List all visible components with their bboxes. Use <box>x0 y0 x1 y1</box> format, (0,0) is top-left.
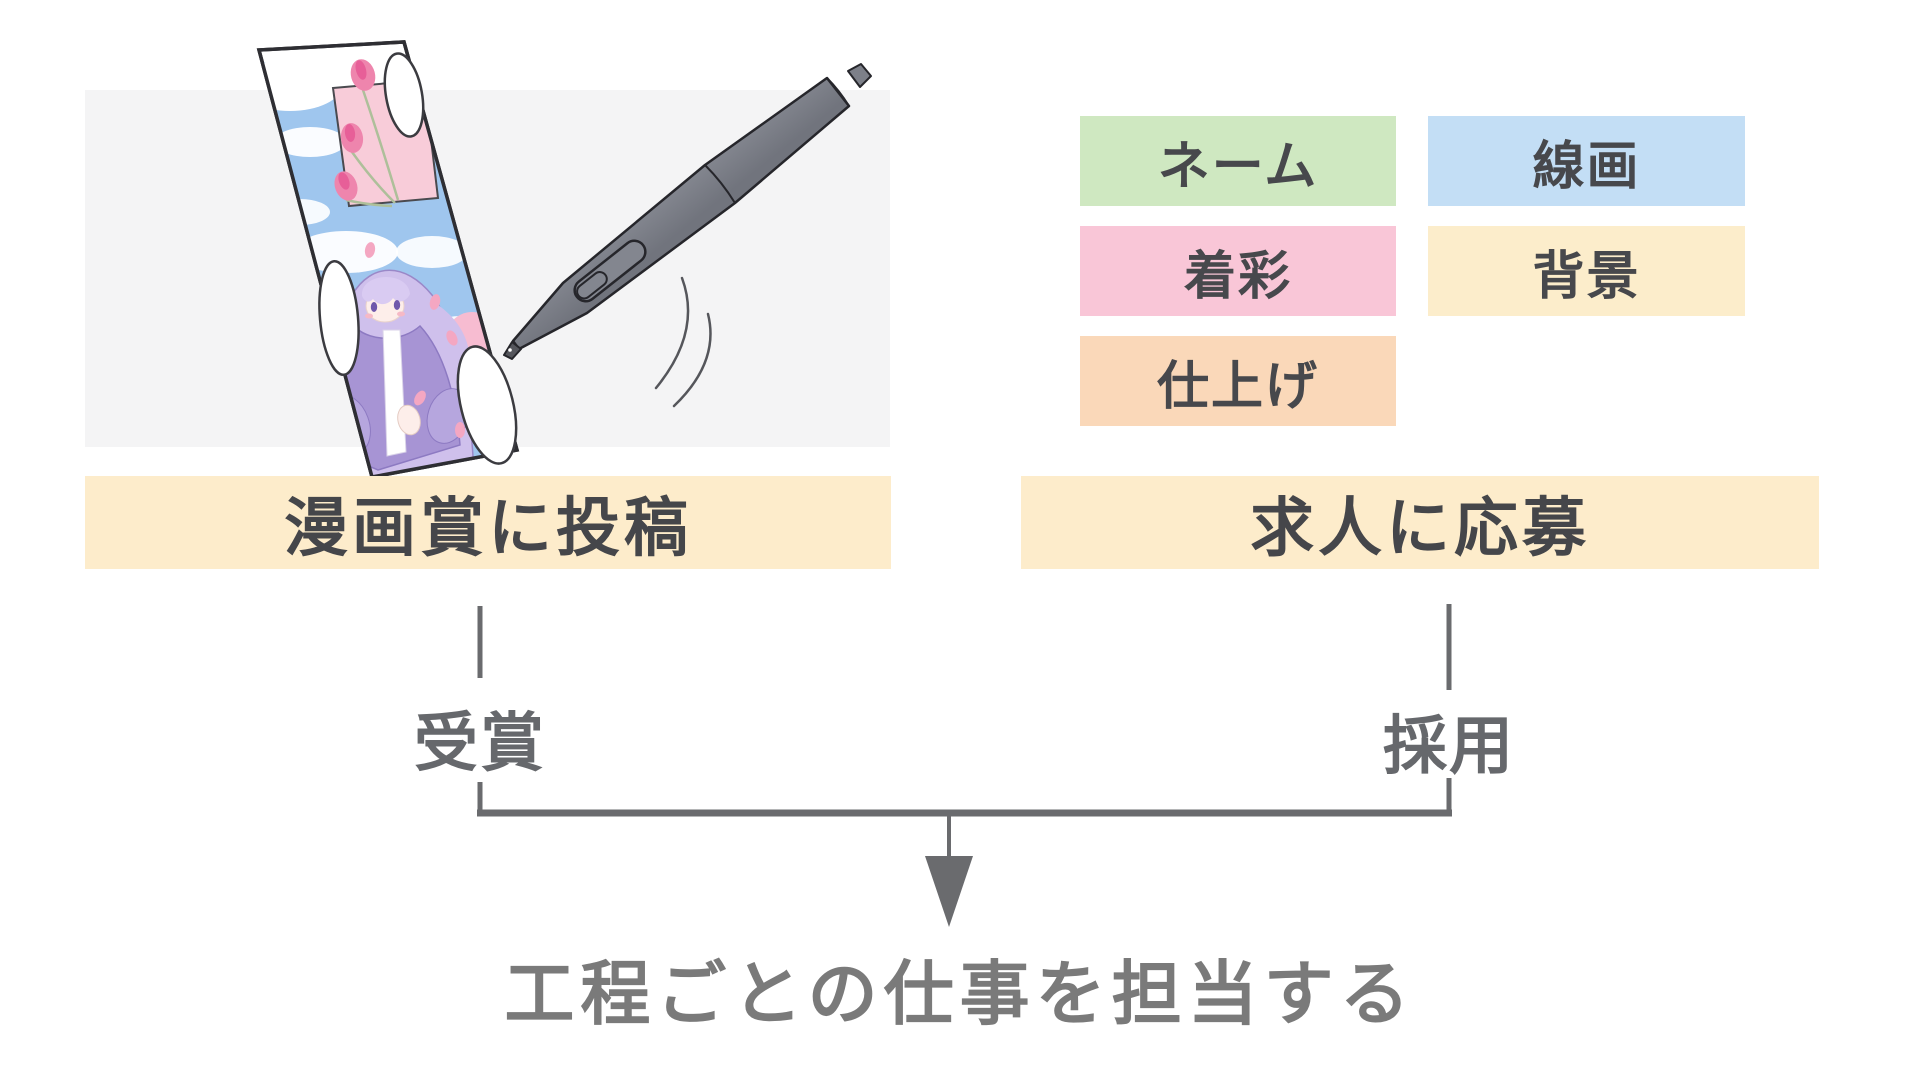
tag-storyboard: ネーム <box>1080 116 1396 206</box>
pen-nib-highlight <box>508 348 512 352</box>
connectors <box>477 604 1452 862</box>
tag-background: 背景 <box>1428 226 1745 316</box>
motion-arc <box>672 312 712 408</box>
stylus-pen <box>503 63 872 360</box>
girl-hand <box>397 404 421 436</box>
band-job-application: 求人に応募 <box>1021 476 1819 569</box>
girl-eye <box>393 300 401 310</box>
speech-bubble <box>456 345 518 465</box>
speech-bubble <box>383 52 425 138</box>
tulip <box>350 59 376 91</box>
tulip-stem <box>361 89 400 201</box>
girl <box>327 269 475 477</box>
pen-button <box>573 239 647 303</box>
girl-hair-strand <box>424 300 471 382</box>
tag-lineart: 線画 <box>1428 116 1745 206</box>
girl-eye <box>370 302 378 312</box>
tag-finishing: 仕上げ <box>1080 336 1396 426</box>
motion-arc <box>654 276 690 390</box>
girl-blush <box>365 313 373 319</box>
band-manga-award-submission: 漫画賞に投稿 <box>85 476 891 569</box>
pen-eraser-nub <box>847 63 872 88</box>
speech-bubble <box>318 259 360 377</box>
pen-joint-line <box>704 164 736 204</box>
tulip-stem <box>350 151 396 204</box>
result-award: 受賞 <box>414 707 546 781</box>
tag-coloring: 着彩 <box>1080 226 1396 316</box>
pen-cap-line <box>826 77 850 107</box>
pen-nib <box>503 341 522 360</box>
tulip <box>334 171 358 201</box>
girl-blush <box>397 311 405 317</box>
outcome-text: 工程ごとの仕事を担当する <box>504 953 1416 1035</box>
result-hired: 採用 <box>1383 710 1515 784</box>
tulip <box>340 123 364 153</box>
girl-bangs <box>361 276 410 305</box>
arrow-head <box>925 856 973 927</box>
tulip-stem <box>345 198 393 208</box>
motion-lines <box>654 276 712 408</box>
